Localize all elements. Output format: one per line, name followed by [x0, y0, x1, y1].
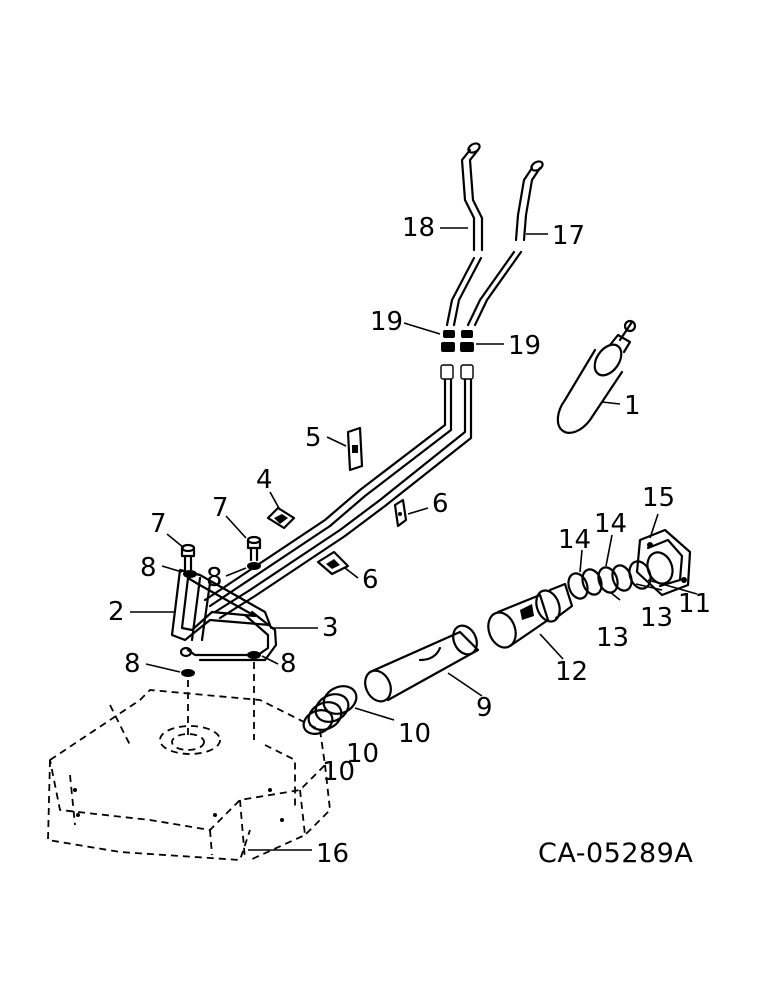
clip-6-lower [316, 550, 350, 576]
callout-3: 3 [322, 613, 339, 643]
callout-14-left: 14 [558, 525, 591, 555]
drawing-code: CA-05289A [538, 838, 693, 869]
callout-8-a: 8 [140, 553, 157, 583]
hydraulic-line-18 [445, 142, 484, 327]
bracket-5 [346, 426, 364, 472]
callout-6-upper: 6 [432, 489, 449, 519]
washer-8-c [181, 669, 195, 677]
callout-2: 2 [108, 597, 125, 627]
callout-13-right: 13 [640, 603, 673, 633]
washer-8-a [183, 570, 197, 578]
tube-loop-2 [170, 568, 272, 642]
callout-12: 12 [555, 657, 588, 687]
callout-8-d: 8 [280, 649, 297, 679]
callout-10-b: 10 [346, 739, 379, 769]
washer-8-d [247, 651, 261, 659]
clip-4 [266, 506, 296, 530]
callout-14-right: 14 [594, 509, 627, 539]
callout-5: 5 [305, 423, 322, 453]
sleeve-9 [364, 624, 480, 703]
bolt-7-left [180, 543, 196, 572]
callout-7-right: 7 [212, 493, 229, 523]
callout-13-left: 13 [596, 623, 629, 653]
callout-9: 9 [476, 693, 493, 723]
fitting-19-left [441, 330, 455, 352]
housing-15 [635, 528, 692, 597]
callout-8-b: 8 [206, 563, 223, 593]
ring-13-right [611, 564, 633, 592]
ring-13-left [581, 568, 603, 596]
callout-17: 17 [552, 221, 585, 251]
hydraulic-line-17 [466, 160, 544, 327]
callout-6-lower: 6 [362, 565, 379, 595]
callout-labels: 18 17 19 19 1 5 4 6 7 7 8 8 6 2 3 8 8 16… [108, 213, 711, 869]
callout-19-left: 19 [370, 307, 403, 337]
callout-8-c: 8 [124, 649, 141, 679]
spool-12 [487, 582, 574, 649]
callout-10-a: 10 [398, 719, 431, 749]
callout-10-c: 10 [322, 757, 355, 787]
leader-lines [130, 227, 698, 851]
callout-11: 11 [678, 589, 711, 619]
callout-4: 4 [256, 465, 273, 495]
bolt-7-right [246, 535, 262, 562]
callout-16: 16 [316, 839, 349, 869]
ring-14-right [597, 566, 619, 594]
callout-19-right: 19 [508, 331, 541, 361]
callout-15: 15 [642, 483, 675, 513]
callout-7-left: 7 [150, 509, 167, 539]
clip-6-upper [393, 498, 408, 528]
cylinder-1 [556, 319, 637, 434]
tube-end-3 [179, 610, 278, 662]
washer-8-b [247, 562, 261, 570]
hydraulic-tubes [203, 364, 474, 620]
rings-10 [302, 685, 358, 735]
ring-14-left [567, 572, 589, 600]
fitting-19-right [460, 330, 474, 352]
weight-block-16 [47, 689, 331, 861]
callout-18: 18 [402, 213, 435, 243]
callout-1: 1 [624, 391, 641, 421]
